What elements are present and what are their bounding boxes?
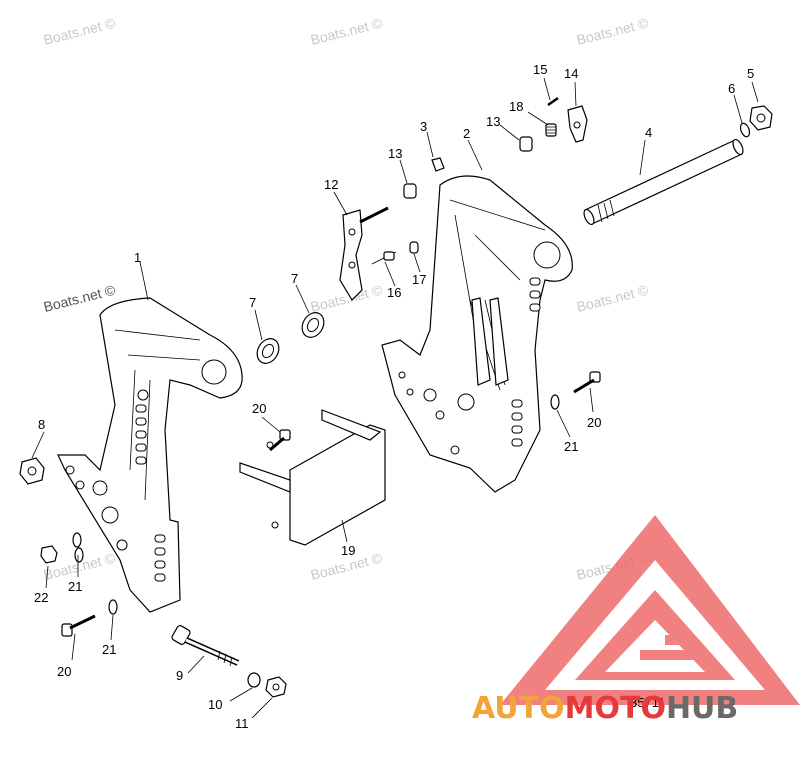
callout-20: 20	[57, 664, 71, 679]
callout-2: 2	[463, 126, 470, 141]
callout-20: 20	[252, 401, 266, 416]
part-21-washer	[108, 599, 118, 615]
part-21-washer	[72, 532, 82, 548]
part-17-pin	[409, 241, 419, 254]
leader-lines	[31, 77, 759, 719]
part-7-washer	[301, 312, 325, 338]
part-7-washer	[256, 338, 280, 364]
callout-10: 10	[208, 697, 222, 712]
callout-17: 17	[412, 272, 426, 287]
part-1-left-bracket	[57, 297, 243, 613]
part-10-washer	[247, 672, 261, 688]
callout-7: 7	[291, 271, 298, 286]
watermark: Boats.net ©	[42, 14, 118, 47]
part-4-tilt-tube	[583, 138, 744, 226]
callout-1: 1	[134, 250, 141, 265]
watermark: Boats.net ©	[575, 281, 651, 314]
logo-mark	[500, 515, 800, 705]
part-8-nut	[19, 457, 45, 485]
part-20-bolt	[269, 429, 291, 452]
part-20-bolt	[61, 614, 96, 637]
callout-11: 11	[235, 716, 249, 731]
callout-21: 21	[564, 439, 578, 454]
callout-13: 13	[388, 146, 402, 161]
callout-21: 21	[68, 579, 82, 594]
callout-8: 8	[38, 417, 45, 432]
part-2-right-bracket	[381, 175, 573, 493]
part-21-washer	[74, 547, 84, 563]
part-13-bushing	[519, 136, 533, 152]
part-22-nut	[40, 545, 58, 564]
logo-part-hub: HUB	[666, 691, 738, 726]
callout-15: 15	[533, 62, 547, 77]
part-5-nut	[749, 105, 773, 131]
callout-12: 12	[324, 177, 338, 192]
watermark: Boats.net ©	[309, 14, 385, 47]
callout-3: 3	[420, 119, 427, 134]
part-11-nut	[265, 676, 287, 698]
logo-part-auto: AUTO	[472, 691, 565, 726]
part-13-bushing	[403, 183, 417, 199]
callout-18: 18	[509, 99, 523, 114]
callout-21: 21	[102, 642, 116, 657]
part-20-bolt	[573, 371, 601, 394]
part-21-washer	[550, 394, 560, 410]
part-12-tilt-lever	[339, 206, 389, 301]
part-9-bolt	[171, 625, 240, 667]
callout-7: 7	[249, 295, 256, 310]
part-6-washer	[739, 122, 751, 138]
callout-5: 5	[747, 66, 754, 81]
callout-14: 14	[564, 66, 578, 81]
logo-text: AUTOMOTOHUB	[472, 691, 738, 726]
logo-part-moto: MOTO	[565, 691, 666, 726]
part-15-pin	[547, 96, 559, 107]
part-18-spring	[545, 123, 557, 137]
callout-20: 20	[587, 415, 601, 430]
callout-4: 4	[645, 125, 652, 140]
callout-19: 19	[341, 543, 355, 558]
callout-9: 9	[176, 668, 183, 683]
part-3-grease-fitting	[431, 157, 445, 172]
callout-6: 6	[728, 81, 735, 96]
callout-16: 16	[387, 285, 401, 300]
callout-13: 13	[486, 114, 500, 129]
diagram-code: 35711	[630, 695, 665, 710]
callout-labels: 1 2 3 4 5 6 7 7 8 9 10 11 12 13 13 14 15…	[34, 62, 754, 731]
callout-22: 22	[34, 590, 48, 605]
part-19-plate	[239, 409, 386, 546]
watermark: Boats.net ©	[575, 14, 651, 47]
part-14-latch	[567, 105, 588, 143]
part-16-spring	[371, 251, 397, 265]
